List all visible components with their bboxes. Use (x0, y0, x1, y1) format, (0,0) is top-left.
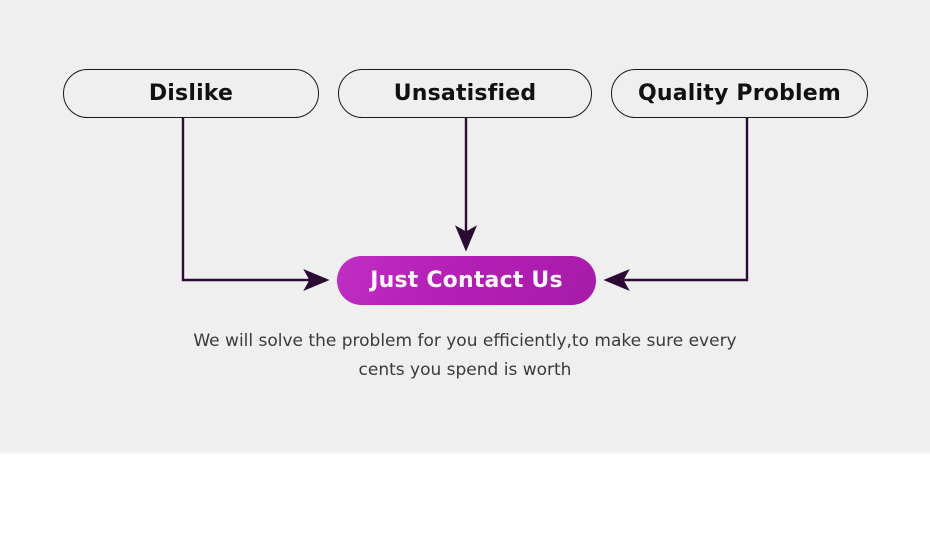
connector-dislike-to-cta (181, 118, 330, 292)
contact-us-button[interactable]: Just Contact Us (337, 256, 596, 305)
connector-quality-to-cta (603, 118, 749, 292)
reason-pill-unsatisfied: Unsatisfied (338, 69, 592, 118)
promo-subtitle-line-2: cents you spend is worth (358, 360, 572, 380)
reason-pill-dislike-label: Dislike (148, 81, 234, 106)
panel-bottom-edge (0, 452, 930, 455)
contact-us-button-label: Just Contact Us (370, 268, 563, 293)
connector-arrows-layer (181, 118, 749, 292)
reason-pill-quality-problem-label: Quality Problem (637, 81, 842, 106)
reason-pill-quality-problem: Quality Problem (611, 69, 868, 118)
promo-subtitle-line-1: We will solve the problem for you effici… (193, 331, 737, 351)
reason-pill-unsatisfied-label: Unsatisfied (393, 81, 537, 106)
promo-subtitle: We will solve the problem for you effici… (0, 327, 930, 385)
reason-pill-dislike: Dislike (63, 69, 319, 118)
